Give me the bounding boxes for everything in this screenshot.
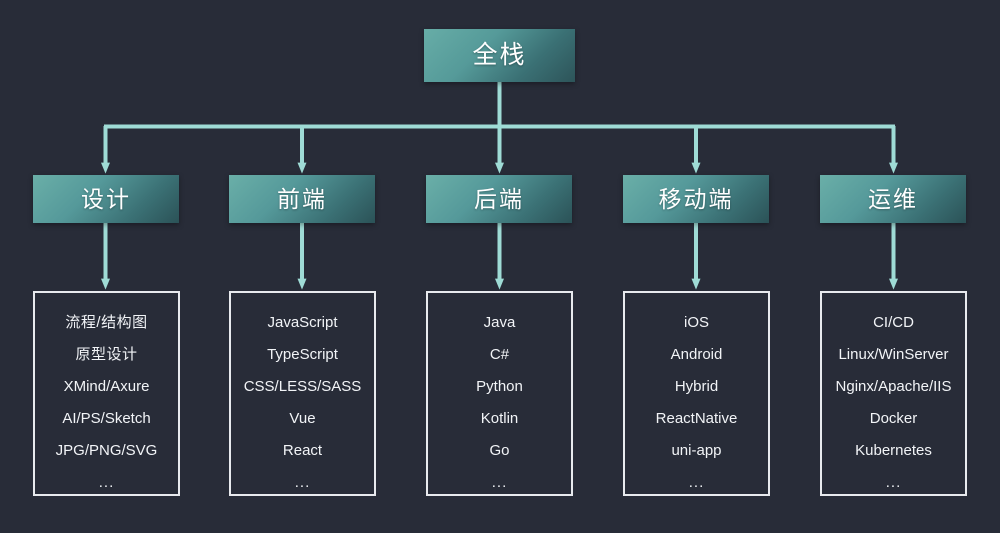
list-item: uni-app — [671, 442, 722, 459]
list-item: Docker — [869, 410, 918, 427]
list-item: Kubernetes — [855, 442, 932, 459]
category-node-label: 后端 — [474, 185, 524, 212]
root-node-fullstack[interactable]: 全栈 — [424, 29, 575, 82]
list-item: CSS/LESS/SASS — [243, 378, 362, 395]
category-node-mobile[interactable]: 移动端 — [623, 175, 769, 223]
leaf-list-devops: CI/CD Linux/WinServer Nginx/Apache/IIS D… — [820, 291, 967, 496]
list-item: React — [282, 442, 323, 459]
list-item-more: ... — [98, 474, 115, 491]
list-item: Kotlin — [480, 410, 519, 427]
leaf-list-design: 流程/结构图 原型设计 XMind/Axure AI/PS/Sketch JPG… — [33, 291, 180, 496]
category-node-label: 运维 — [868, 185, 918, 212]
list-item: 原型设计 — [75, 346, 138, 363]
leaf-list-backend: Java C# Python Kotlin Go ... — [426, 291, 573, 496]
list-item: C# — [489, 346, 510, 363]
category-node-frontend[interactable]: 前端 — [229, 175, 375, 223]
list-item: Hybrid — [674, 378, 719, 395]
list-item-more: ... — [491, 474, 508, 491]
category-node-devops[interactable]: 运维 — [820, 175, 966, 223]
list-item: Java — [483, 314, 516, 331]
leaf-list-mobile: iOS Android Hybrid ReactNative uni-app .… — [623, 291, 770, 496]
category-node-label: 移动端 — [658, 185, 734, 212]
list-item: JPG/PNG/SVG — [55, 442, 158, 459]
list-item-more: ... — [885, 474, 902, 491]
list-item: ReactNative — [655, 410, 738, 427]
root-node-label: 全栈 — [472, 41, 527, 69]
list-item: XMind/Axure — [63, 378, 150, 395]
list-item: Vue — [289, 410, 316, 427]
category-node-backend[interactable]: 后端 — [426, 175, 572, 223]
list-item: AI/PS/Sketch — [62, 410, 151, 427]
list-item: JavaScript — [267, 314, 338, 331]
leaf-list-frontend: JavaScript TypeScript CSS/LESS/SASS Vue … — [229, 291, 376, 496]
category-node-design[interactable]: 设计 — [33, 175, 179, 223]
list-item: 流程/结构图 — [65, 314, 148, 331]
list-item: Linux/WinServer — [838, 346, 949, 363]
list-item: iOS — [683, 314, 709, 331]
list-item: TypeScript — [267, 346, 338, 363]
list-item-more: ... — [688, 474, 705, 491]
list-item-more: ... — [294, 474, 311, 491]
list-item: Go — [489, 442, 510, 459]
list-item: CI/CD — [873, 314, 914, 331]
category-node-label: 前端 — [277, 185, 327, 212]
list-item: Android — [670, 346, 723, 363]
list-item: Nginx/Apache/IIS — [835, 378, 952, 395]
category-node-label: 设计 — [81, 185, 131, 212]
list-item: Python — [476, 378, 523, 395]
